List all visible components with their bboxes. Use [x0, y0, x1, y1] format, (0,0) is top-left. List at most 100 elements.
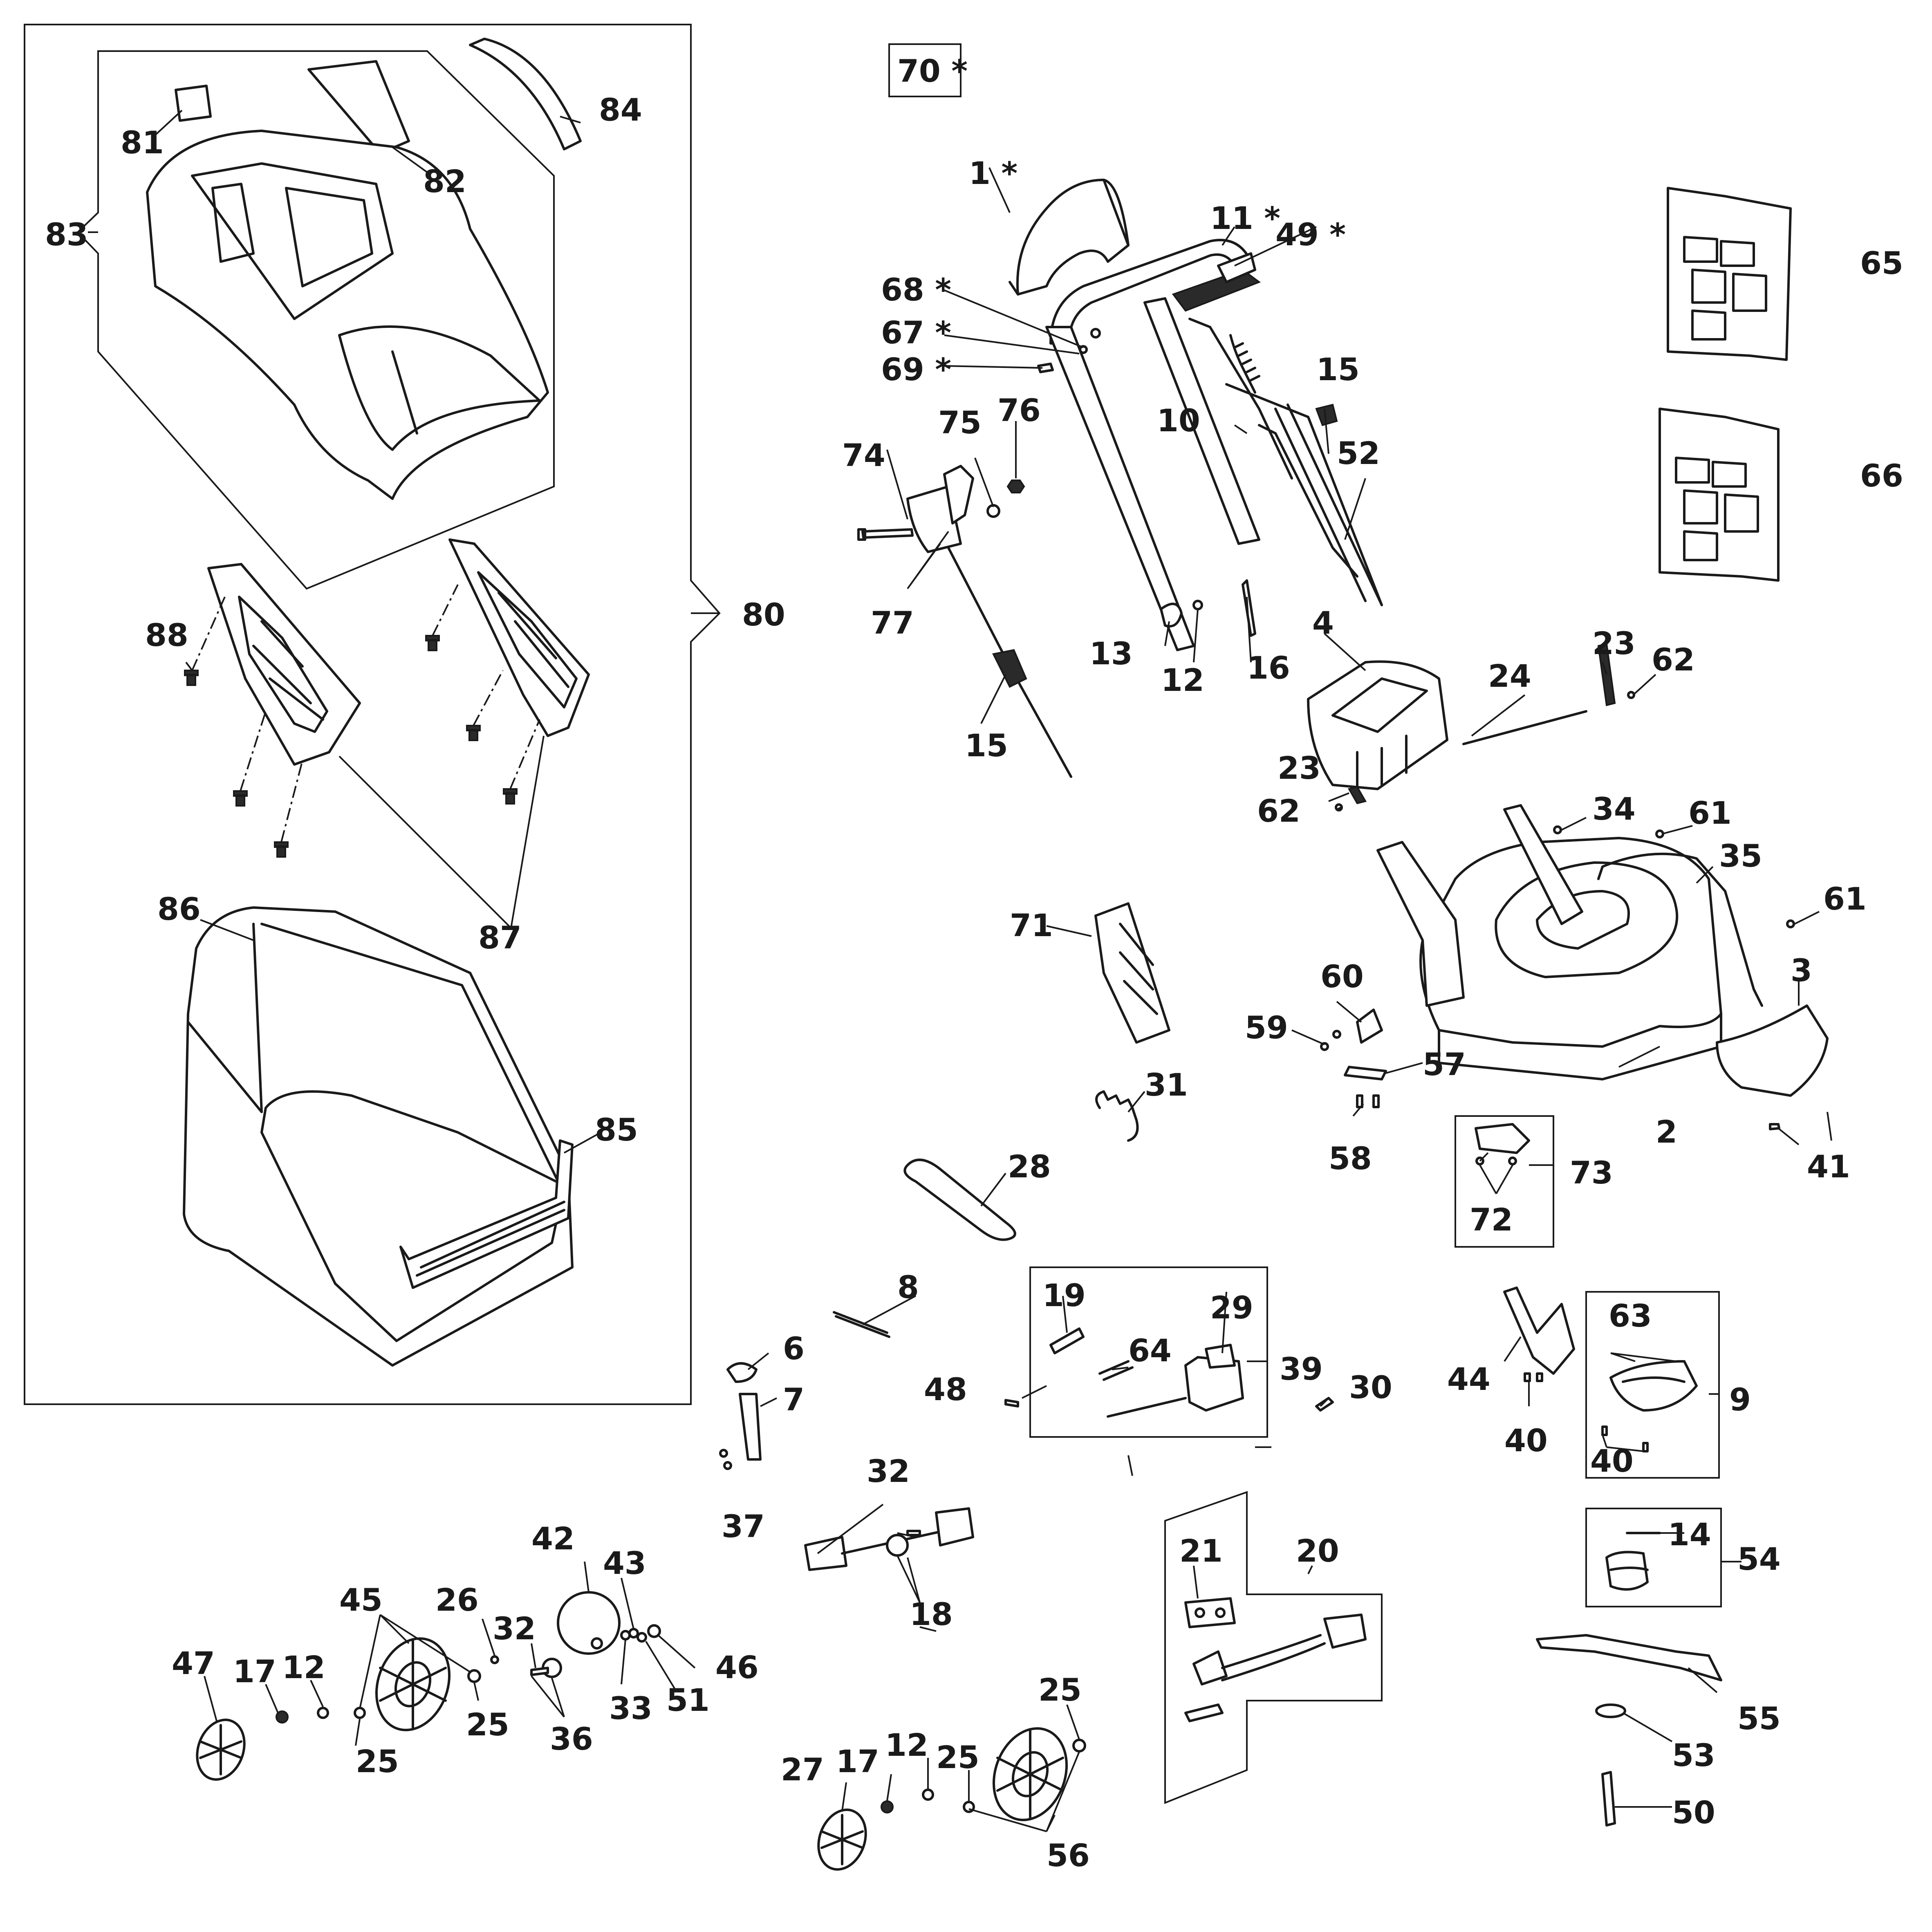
callout-43: 43 [603, 1545, 646, 1581]
group-frame-73 [1455, 1115, 1554, 1248]
callout-82: 82 [423, 163, 466, 199]
callout-17-left: 17 [233, 1653, 276, 1690]
lower-handle-part [1143, 297, 1260, 545]
bearing-part-46 [647, 1624, 661, 1638]
washer-part-26 [490, 1655, 499, 1664]
callout-47: 47 [172, 1645, 215, 1681]
screw-part-7a [719, 1449, 728, 1458]
grass-catcher-frame [24, 24, 721, 1405]
clip-part-81 [175, 85, 212, 122]
callout-12-right: 12 [885, 1727, 928, 1763]
cover-disc-hub [591, 1637, 603, 1650]
washer-part-53 [1595, 1703, 1626, 1718]
callout-26: 26 [435, 1582, 479, 1618]
side-panel-left-part-87 [207, 563, 361, 766]
control-cable-part-52 [1274, 403, 1383, 606]
callout-41: 41 [1807, 1148, 1850, 1185]
washer-part-25-b [354, 1707, 366, 1719]
spring-part-23-left [1347, 786, 1367, 805]
callout-33: 33 [609, 1690, 652, 1726]
callout-15-top: 15 [1316, 351, 1360, 388]
bolt-part-41 [1769, 1123, 1780, 1130]
callout-25-d: 25 [1038, 1672, 1082, 1708]
throttle-lever-part-77 [906, 465, 1072, 778]
screw-part-59 [1320, 1042, 1329, 1051]
washer-part-12-right [922, 1789, 934, 1801]
callout-39: 39 [1280, 1351, 1323, 1387]
washer-part-12-left [317, 1707, 329, 1719]
callout-61-side: 61 [1823, 881, 1867, 917]
callout-80: 80 [742, 596, 785, 633]
callout-59: 59 [1245, 1009, 1288, 1046]
callout-8: 8 [897, 1269, 919, 1305]
callout-2: 2 [1656, 1114, 1677, 1150]
blade-adapter-part-9 [1609, 1360, 1698, 1412]
callout-53: 53 [1672, 1737, 1715, 1773]
callout-30: 30 [1349, 1369, 1392, 1405]
cable-clip-part-15 [992, 649, 1027, 688]
cable-clip-part-15-top [1315, 403, 1338, 426]
callout-65: 65 [1860, 245, 1903, 281]
rear-flap-part-3 [1716, 1004, 1829, 1097]
hubcap-part-47 [196, 1719, 246, 1781]
callout-29: 29 [1210, 1289, 1253, 1326]
spring-cable-part-10 [1188, 318, 1383, 606]
callout-73: 73 [1570, 1154, 1613, 1191]
deck-arm-right [1503, 804, 1583, 925]
callout-87: 87 [478, 919, 522, 956]
callout-57: 57 [1423, 1046, 1466, 1083]
callout-10: 10 [1157, 402, 1200, 439]
bag-handle-part-85 [399, 1139, 574, 1289]
spring-part-31 [1095, 1090, 1139, 1142]
callout-35: 35 [1719, 838, 1762, 874]
callout-77: 77 [871, 605, 914, 641]
grass-catcher-group [24, 24, 721, 1405]
callout-25-b: 25 [356, 1743, 399, 1780]
callout-46: 46 [715, 1649, 759, 1685]
deck-arm-left [1376, 841, 1465, 1007]
callout-75: 75 [938, 404, 982, 441]
callout-85: 85 [595, 1112, 638, 1148]
callout-18: 18 [910, 1596, 953, 1632]
trim-strip-part-84 [469, 38, 582, 150]
callout-25-a: 25 [466, 1706, 509, 1743]
callout-62-left: 62 [1257, 793, 1300, 829]
callout-54: 54 [1737, 1541, 1781, 1577]
callout-56: 56 [1047, 1837, 1090, 1874]
upper-handle-part-1 [1009, 179, 1130, 296]
pin-part-32-right [906, 1530, 921, 1536]
callout-31: 31 [1145, 1067, 1188, 1103]
callout-40-right: 40 [1590, 1443, 1634, 1479]
callout-32-right: 32 [867, 1453, 910, 1489]
group-frame-9 [1585, 1291, 1720, 1479]
callout-49: 49 * [1275, 216, 1346, 253]
callout-58: 58 [1329, 1140, 1372, 1177]
screws-part-40-right [1601, 1425, 1649, 1452]
callout-63: 63 [1609, 1298, 1652, 1334]
bolts-part-58 [1356, 1094, 1380, 1108]
drive-bracket-part-21 [1184, 1597, 1236, 1628]
washer-part-25-a [467, 1669, 481, 1683]
decal-part-66 [1659, 408, 1780, 582]
bracket-part-44 [1503, 1287, 1575, 1375]
gear-part-18 [886, 1534, 909, 1557]
callout-9: 9 [1729, 1381, 1751, 1418]
pin-part-34 [1553, 825, 1562, 834]
callout-45: 45 [339, 1582, 383, 1618]
rear-wheel-part-45 [375, 1637, 451, 1731]
callout-36: 36 [550, 1721, 593, 1757]
callout-4: 4 [1312, 605, 1334, 641]
screw-part-72b [1508, 1157, 1517, 1165]
rod-part-35 [1597, 852, 1763, 1007]
callout-1: 1 * [969, 155, 1018, 191]
callout-83: 83 [45, 216, 88, 253]
leaders-grass-catcher [88, 110, 719, 1154]
bolt-part-74 [857, 528, 914, 541]
bracket-part-73 [1475, 1123, 1530, 1154]
washer-part-75 [986, 504, 1000, 518]
pin-part-19 [1049, 1327, 1085, 1354]
catcher-lid-part-83 [146, 130, 549, 500]
callout-32-left: 32 [493, 1610, 536, 1647]
callout-12-left: 12 [282, 1649, 325, 1685]
handle-screws-parts-67-68-69 [1037, 328, 1101, 373]
